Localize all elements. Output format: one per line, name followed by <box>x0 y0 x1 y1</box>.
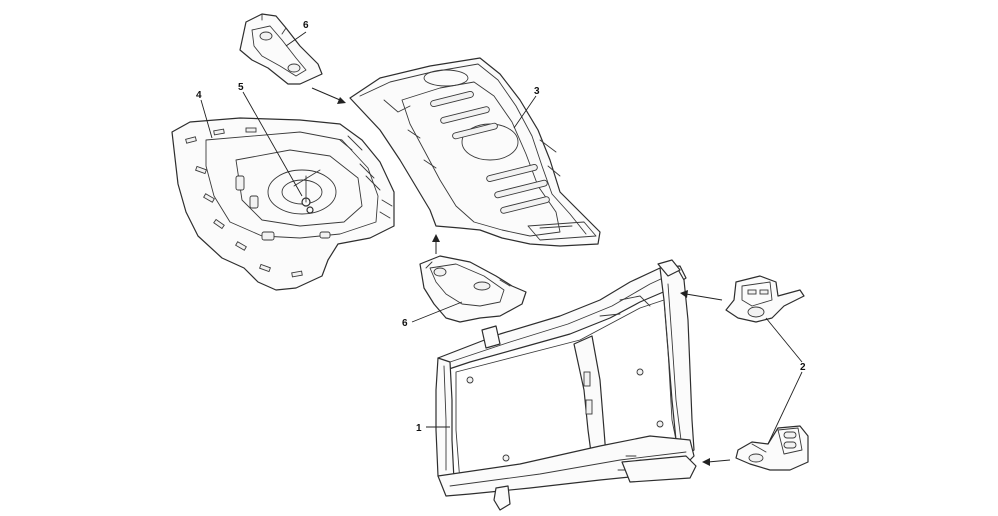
callout-5: 5 <box>238 82 244 93</box>
callout-3: 3 <box>534 86 540 97</box>
arrow-2-upper-to-1 <box>680 290 723 301</box>
leader-2-lower <box>767 371 803 445</box>
callout-2: 2 <box>800 362 806 373</box>
arrow-2-lower-to-1 <box>702 458 731 466</box>
part-1-rear-frame <box>435 259 697 511</box>
leader-6-mid <box>411 301 463 323</box>
leader-5 <box>242 91 303 197</box>
leader-6-top <box>285 31 307 47</box>
leader-4 <box>200 99 213 139</box>
callout-4: 4 <box>196 90 202 101</box>
part-6-top-bracket <box>239 13 323 85</box>
part-2-lower-bracket <box>735 425 809 471</box>
part-2-upper-bracket <box>725 275 805 323</box>
arrow-6-to-3 <box>311 87 346 104</box>
arrow-6-up-to-3 <box>432 234 440 254</box>
leader-3 <box>513 95 537 129</box>
part-3-trunk-floor <box>349 57 601 247</box>
leader-2-upper <box>765 317 803 363</box>
part-4-rear-floor-pan <box>171 117 395 291</box>
callout-1: 1 <box>416 423 422 434</box>
callout-6-top: 6 <box>303 20 309 31</box>
callout-6-mid: 6 <box>402 318 408 329</box>
part-6-middle-bracket <box>419 255 527 323</box>
